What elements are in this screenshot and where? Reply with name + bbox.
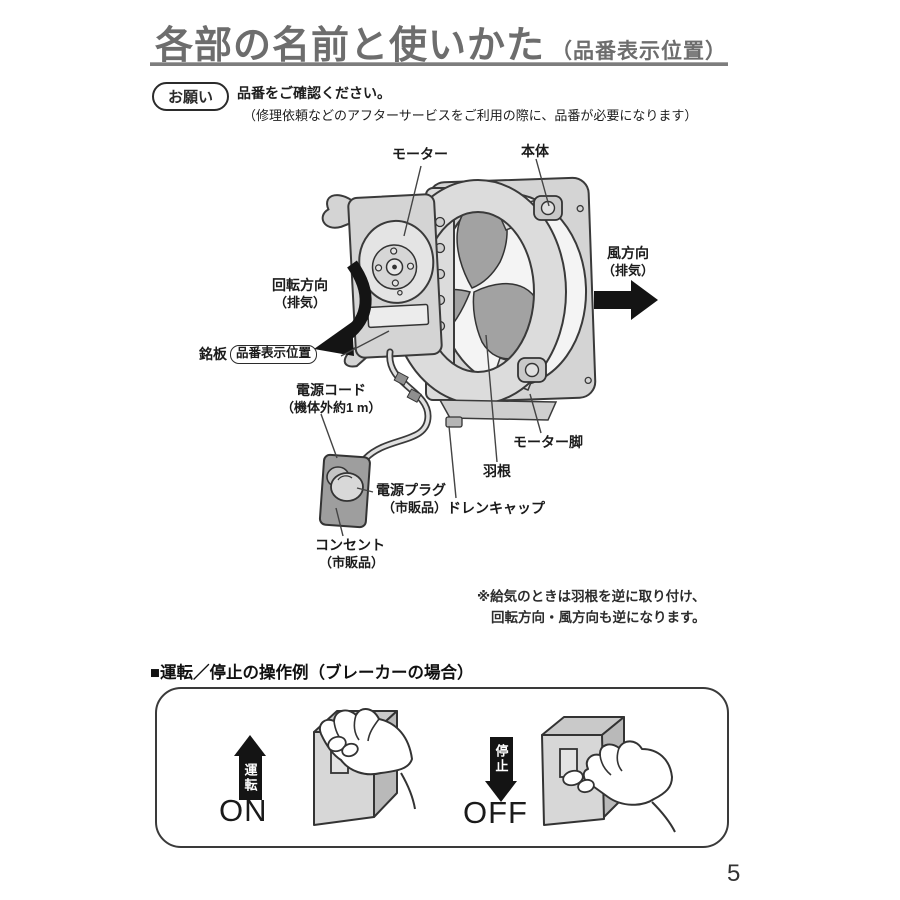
hand-illustration	[562, 740, 676, 833]
intake-note: ※給気のときは羽根を逆に取り付け、 回転方向・風方向も逆になります。	[477, 587, 706, 629]
plug-illustration	[326, 466, 364, 502]
label-wind-direction: 風方向 （排気）	[596, 245, 660, 279]
title-divider	[150, 62, 728, 66]
drain-cap-part	[438, 399, 558, 428]
rotation-direction-arrow-icon	[314, 260, 372, 356]
label-motor: モーター	[392, 146, 448, 162]
notice-text: 品番をご確認ください。 （修理依頼などのアフターサービスをご利用の際に、品番が必…	[237, 82, 697, 124]
page-title-suffix: （品番表示位置）	[551, 40, 728, 63]
label-outlet-line2: （市販品）	[319, 554, 385, 570]
label-drain-cap: ドレンキャップ	[447, 500, 545, 516]
intake-note-line1: ※給気のときは羽根を逆に取り付け、	[477, 589, 706, 604]
page-title-text: 各部の名前と使いかた	[155, 25, 546, 67]
label-wind-direction-line2: （排気）	[601, 262, 654, 278]
fan-illustration	[314, 158, 658, 537]
model-number-position-box: 品番表示位置	[230, 345, 318, 364]
label-wind-direction-line1: 風方向	[607, 245, 649, 261]
motor-unit	[321, 193, 443, 368]
label-blade: 羽根	[483, 463, 511, 479]
label-rotation-direction: 回転方向 （排気）	[261, 277, 339, 311]
operation-section-heading: ■運転／停止の操作例（ブレーカーの場合）	[150, 664, 474, 682]
nameplate-plate	[366, 303, 430, 329]
on-label: ON	[219, 793, 268, 828]
operation-example-box: 運転 ON 停止 OFF	[155, 687, 729, 848]
label-power-cord-line2: （機体外約1 m）	[281, 399, 382, 415]
up-arrow-icon	[234, 735, 266, 756]
page-number: 5	[727, 860, 741, 887]
label-motor-leg: モーター脚	[513, 434, 583, 450]
off-label: OFF	[463, 795, 528, 830]
label-outlet-line1: コンセント	[315, 537, 385, 553]
label-power-cord: 電源コード （機体外約1 m）	[281, 382, 381, 416]
label-body: 本体	[521, 143, 549, 159]
label-rotation-direction-line1: 回転方向	[272, 277, 328, 293]
label-nameplate: 銘板 品番表示位置	[199, 345, 318, 364]
notice-detail: （修理依頼などのアフターサービスをご利用の際に、品番が必要になります）	[243, 108, 698, 123]
label-outlet: コンセント （市販品）	[315, 537, 385, 571]
notice-badge: お願い	[152, 82, 230, 111]
label-power-plug-line1: 電源プラグ	[376, 482, 446, 498]
label-nameplate-text: 銘板	[199, 345, 227, 362]
leader-lines	[320, 158, 550, 537]
label-rotation-direction-line2: （排気）	[273, 294, 326, 310]
intake-note-line2: 回転方向・風方向も逆になります。	[491, 609, 706, 625]
notice-row: お願い 品番をご確認ください。 （修理依頼などのアフターサービスをご利用の際に、…	[152, 82, 697, 124]
run-arrow: 運転	[234, 735, 266, 800]
stop-arrow: 停止	[485, 737, 517, 802]
run-arrow-label: 運転	[238, 756, 262, 800]
label-power-plug: 電源プラグ （市販品）	[376, 482, 447, 516]
breaker-off-illustration	[541, 716, 676, 833]
page-title: 各部の名前と使いかた（品番表示位置）	[155, 14, 727, 69]
wind-direction-arrow-icon	[594, 280, 658, 320]
notice-heading: 品番をご確認ください。	[237, 85, 392, 101]
breaker-on-illustration	[313, 708, 416, 826]
stop-arrow-label: 停止	[489, 737, 513, 781]
down-arrow-icon	[485, 781, 517, 802]
label-power-cord-line1: 電源コード	[296, 382, 366, 398]
hand-illustration	[319, 708, 416, 810]
label-power-plug-line2: （市販品）	[382, 499, 448, 515]
motor-leg-tabs	[517, 195, 563, 383]
